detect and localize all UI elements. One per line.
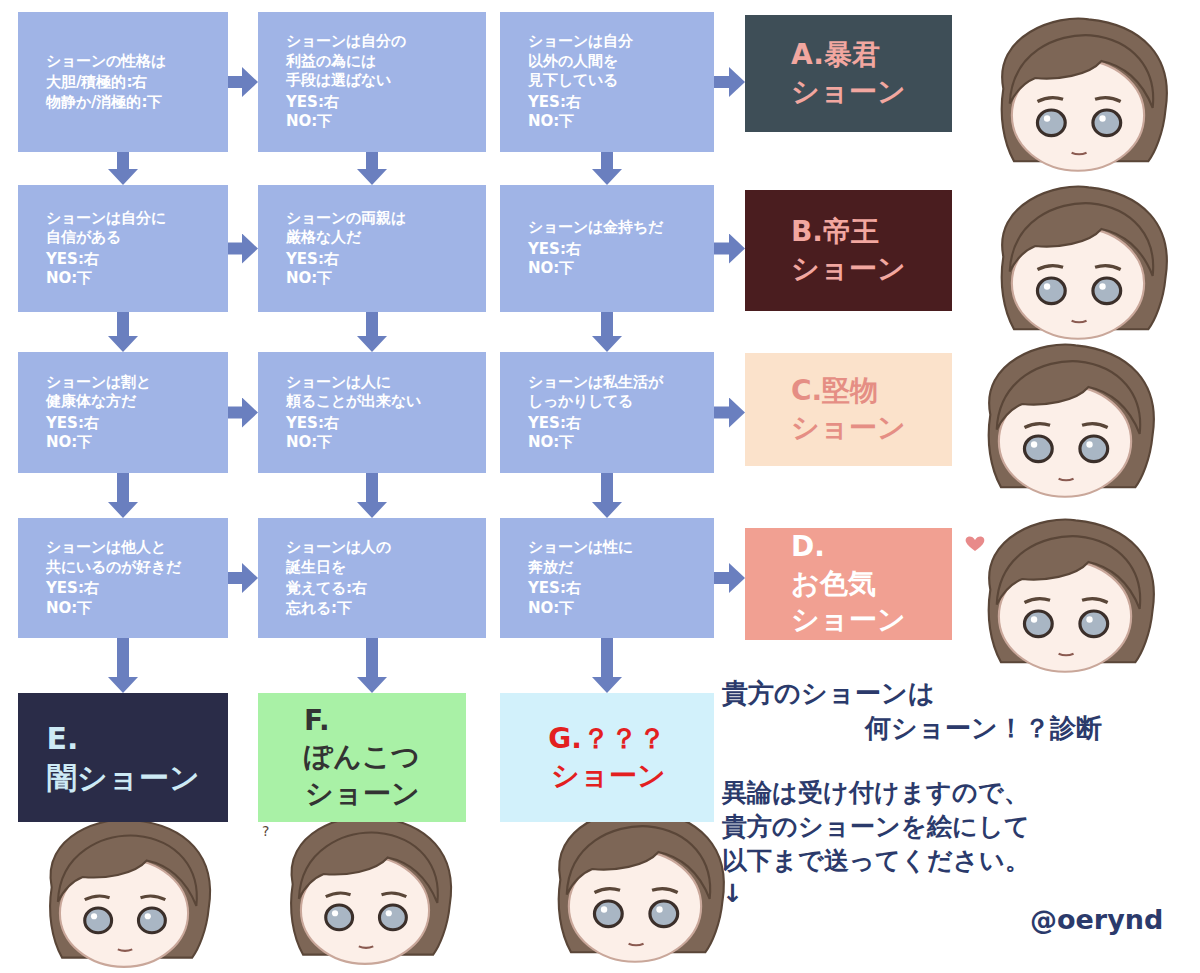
question-text: ショーンは私生活が しっかりしてる bbox=[528, 373, 663, 412]
question-text: ショーンは人の 誕生日を bbox=[286, 538, 391, 577]
mark-text: ? bbox=[262, 822, 269, 841]
question-box: ショーンは人の 誕生日を覚えてる:右忘れる:下 bbox=[258, 518, 486, 638]
flow-arrow bbox=[714, 243, 729, 255]
question-text: ショーンは自分の 利益の為には 手段は選ばない bbox=[286, 32, 406, 91]
question-text: ショーンは他人と 共にいるのが好きだ bbox=[46, 538, 181, 577]
option-text: NO:下 bbox=[286, 433, 332, 453]
option-text: YES:右 bbox=[528, 240, 581, 260]
face-illustration bbox=[989, 520, 1154, 672]
result-box: G.？？？ ショーン bbox=[500, 693, 714, 822]
result-box: E.闇ショーン bbox=[18, 693, 228, 822]
question-text: ショーンは割と 健康体な方だ bbox=[46, 373, 151, 412]
question-box: ショーンは自分 以外の人間を 見下しているYES:右NO:下 bbox=[500, 12, 714, 152]
result-box: F.ぽんこつ ショーン bbox=[258, 693, 466, 822]
flow-arrow bbox=[714, 572, 729, 584]
result-text: A.暴君 ショーン bbox=[791, 37, 906, 110]
flow-arrow bbox=[366, 152, 378, 169]
flow-arrow bbox=[366, 473, 378, 502]
question-box: ショーンは割と 健康体な方だYES:右NO:下 bbox=[18, 352, 228, 473]
handle-text: @oerynd bbox=[1030, 902, 1163, 938]
question-box: ショーンは性に 奔放だYES:右NO:下 bbox=[500, 518, 714, 638]
flow-arrow bbox=[228, 572, 242, 584]
option-text: NO:下 bbox=[46, 433, 92, 453]
flow-arrow bbox=[228, 76, 242, 88]
flow-arrow bbox=[601, 312, 613, 336]
option-text: YES:右 bbox=[286, 93, 339, 113]
result-box: C.堅物 ショーン bbox=[745, 353, 952, 466]
option-text: YES:右 bbox=[528, 93, 581, 113]
face-illustration bbox=[1002, 19, 1167, 171]
result-text: G.？？？ ショーン bbox=[548, 721, 666, 794]
question-box: ショーンは私生活が しっかりしてるYES:右NO:下 bbox=[500, 352, 714, 473]
question-box: ショーンの性格は大胆/積極的:右物静か/消極的:下 bbox=[18, 12, 228, 152]
note-text: 異論は受け付けますので、 貴方のショーンを絵にして 以下まで送ってください。↓ bbox=[722, 776, 1030, 911]
question-text: ショーンは性に 奔放だ bbox=[528, 538, 633, 577]
flow-arrow bbox=[714, 407, 729, 419]
option-text: NO:下 bbox=[528, 599, 574, 619]
face-illustration bbox=[50, 819, 210, 967]
face-illustration bbox=[1002, 187, 1167, 339]
result-text: B.帝王 ショーン bbox=[791, 214, 906, 287]
option-text: YES:右 bbox=[528, 414, 581, 434]
option-text: YES:右 bbox=[46, 250, 99, 270]
option-text: 忘れる:下 bbox=[286, 599, 352, 619]
result-text: F.ぽんこつ ショーン bbox=[304, 703, 420, 812]
option-text: NO:下 bbox=[46, 599, 92, 619]
option-text: NO:下 bbox=[528, 112, 574, 132]
option-text: NO:下 bbox=[528, 259, 574, 279]
flow-arrow bbox=[601, 152, 613, 169]
question-text: ショーンの性格は bbox=[46, 52, 166, 72]
face-illustration bbox=[989, 345, 1154, 497]
question-box: ショーンは自分に 自信があるYES:右NO:下 bbox=[18, 185, 228, 312]
flow-arrow bbox=[601, 473, 613, 502]
result-box: B.帝王 ショーン bbox=[745, 190, 952, 311]
heart-symbol bbox=[966, 536, 985, 551]
option-text: NO:下 bbox=[286, 269, 332, 289]
option-text: YES:右 bbox=[46, 414, 99, 434]
option-text: NO:下 bbox=[286, 112, 332, 132]
flow-arrow bbox=[714, 76, 729, 88]
question-box: ショーンは人に 頼ることが出来ないYES:右NO:下 bbox=[258, 352, 486, 473]
result-text: D.お色気 ショーン bbox=[791, 529, 906, 638]
result-box: D.お色気 ショーン bbox=[745, 528, 952, 640]
flow-arrow bbox=[366, 312, 378, 336]
option-text: 覚えてる:右 bbox=[286, 579, 367, 599]
face-illustration bbox=[559, 810, 724, 962]
option-text: 物静か/消極的:下 bbox=[46, 93, 162, 113]
result-text: E.闇ショーン bbox=[47, 719, 200, 797]
option-text: YES:右 bbox=[46, 579, 99, 599]
flow-arrow bbox=[117, 638, 129, 677]
flow-arrow bbox=[366, 638, 378, 677]
result-box: A.暴君 ショーン bbox=[745, 15, 952, 132]
question-text: ショーンは人に 頼ることが出来ない bbox=[286, 373, 421, 412]
question-box: ショーンは自分の 利益の為には 手段は選ばないYES:右NO:下 bbox=[258, 12, 486, 152]
question-text: ショーンは自分 以外の人間を 見下している bbox=[528, 32, 633, 91]
question-box: ショーンは他人と 共にいるのが好きだYES:右NO:下 bbox=[18, 518, 228, 638]
flow-arrow bbox=[228, 407, 242, 419]
question-text: ショーンは自分に 自信がある bbox=[46, 209, 166, 248]
flow-arrow bbox=[601, 638, 613, 677]
option-text: 大胆/積極的:右 bbox=[46, 73, 147, 93]
diagram-title: 貴方のショーンは 何ショーン！？診断 bbox=[722, 676, 1102, 746]
flow-arrow bbox=[117, 312, 129, 336]
question-box: ショーンの両親は 厳格な人だYES:右NO:下 bbox=[258, 185, 486, 312]
flow-arrow bbox=[228, 243, 242, 255]
option-text: YES:右 bbox=[286, 414, 339, 434]
question-text: ショーンの両親は 厳格な人だ bbox=[286, 209, 406, 248]
option-text: NO:下 bbox=[528, 433, 574, 453]
face-illustration bbox=[291, 816, 451, 964]
flow-arrow bbox=[117, 152, 129, 169]
option-text: YES:右 bbox=[528, 579, 581, 599]
question-text: ショーンは金持ちだ bbox=[528, 218, 663, 238]
option-text: NO:下 bbox=[46, 269, 92, 289]
flow-arrow bbox=[117, 473, 129, 502]
option-text: YES:右 bbox=[286, 250, 339, 270]
question-box: ショーンは金持ちだYES:右NO:下 bbox=[500, 185, 714, 312]
result-text: C.堅物 ショーン bbox=[791, 373, 906, 446]
